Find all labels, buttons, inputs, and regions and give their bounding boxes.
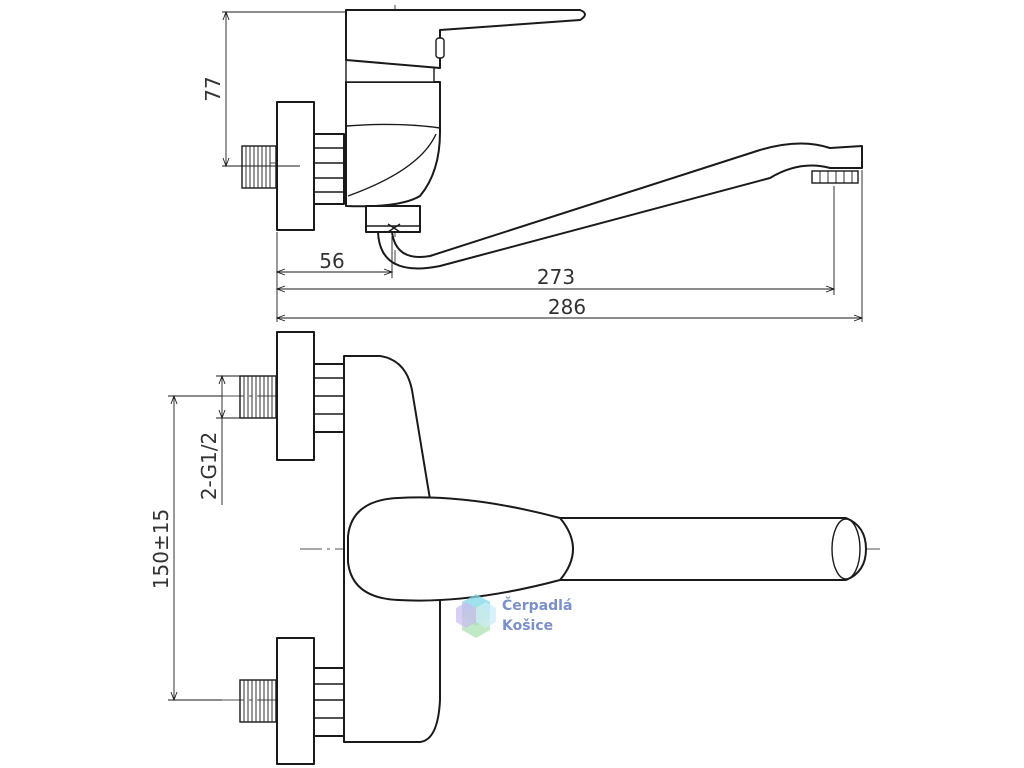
watermark-line1: Čerpadlá (502, 598, 573, 614)
front-upper-inlet (239, 331, 345, 461)
hexagon-logo-icon (456, 594, 496, 638)
side-handle-lever (345, 9, 586, 69)
dim-offset-56: 56 (275, 249, 394, 276)
front-spout (559, 517, 867, 581)
dim-label-77: 77 (201, 76, 225, 101)
dim-label-spacing: 150±15 (149, 509, 173, 589)
watermark-logo: Čerpadlá Košice (452, 592, 602, 640)
watermark-line2: Košice (502, 618, 554, 634)
side-hex-nut (313, 133, 345, 205)
side-threaded-inlet (241, 145, 277, 189)
dim-label-thread: 2-G1/2 (197, 432, 221, 500)
dim-thread-g12: 2-G1/2 (197, 374, 240, 505)
side-view: 77 56 273 286 (201, 5, 864, 322)
dim-length-286: 286 (275, 295, 864, 322)
side-mixer-body (345, 81, 441, 208)
dim-label-56: 56 (319, 249, 344, 273)
front-lower-inlet (239, 637, 345, 765)
side-aerator (811, 170, 859, 184)
dim-length-273: 273 (275, 265, 836, 293)
front-handle-lever (347, 496, 574, 602)
front-view: 2-G1/2 150±15 (149, 331, 880, 765)
dim-label-273: 273 (537, 265, 575, 289)
dim-height-77: 77 (201, 10, 346, 168)
side-cartridge-base (365, 205, 421, 233)
side-swivel-spout (377, 142, 863, 270)
dim-label-286: 286 (548, 295, 586, 319)
dim-spacing-150: 150±15 (149, 394, 222, 702)
